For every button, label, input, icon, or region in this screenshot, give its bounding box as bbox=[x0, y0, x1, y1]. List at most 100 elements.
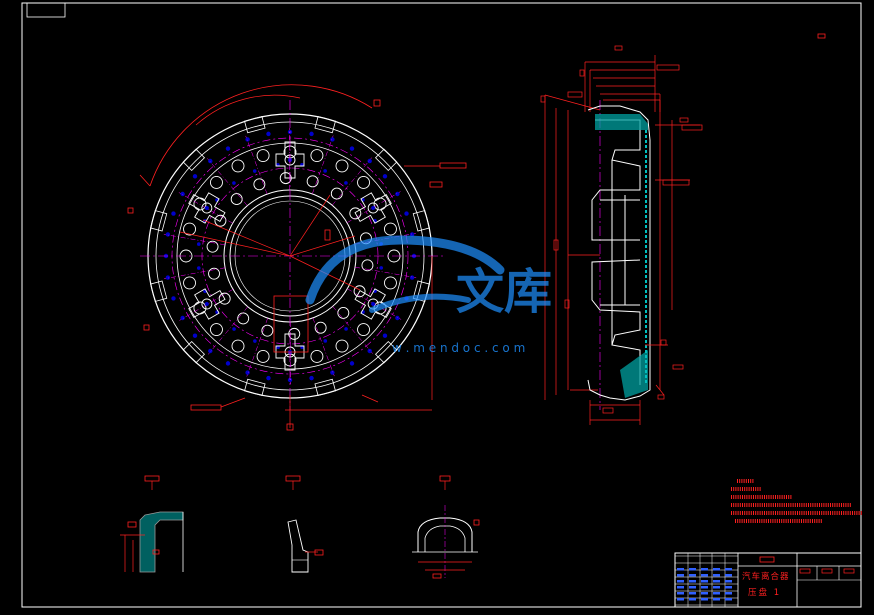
pin-hole bbox=[253, 339, 257, 343]
note-glyph bbox=[731, 503, 732, 507]
note-glyph bbox=[859, 511, 860, 515]
pin-hole bbox=[379, 266, 383, 270]
note-glyph bbox=[799, 519, 800, 523]
note-glyph bbox=[808, 511, 809, 515]
note-glyph bbox=[746, 495, 747, 499]
note-glyph bbox=[751, 503, 752, 507]
note-glyph bbox=[817, 503, 818, 507]
note-glyph bbox=[784, 511, 785, 515]
note-glyph bbox=[751, 511, 752, 515]
note-glyph bbox=[738, 495, 739, 499]
note-glyph bbox=[821, 503, 822, 507]
rivet-hole bbox=[180, 192, 184, 196]
title-grid-cell bbox=[725, 586, 732, 589]
title-grid-cell bbox=[689, 580, 696, 583]
note-glyph bbox=[770, 519, 771, 523]
note-glyph bbox=[742, 487, 743, 491]
radial-center-line bbox=[208, 307, 248, 355]
left-dimension-lines bbox=[541, 92, 600, 400]
title-grid-cell bbox=[713, 574, 720, 577]
note-glyph bbox=[826, 511, 827, 515]
note-glyph bbox=[841, 503, 842, 507]
title-grid-cell bbox=[701, 568, 708, 571]
note-glyph bbox=[781, 519, 782, 523]
title-grid-cell bbox=[677, 568, 684, 571]
leader-tag-3 bbox=[191, 405, 221, 410]
spring-seat-hole bbox=[384, 277, 396, 289]
rim-lug bbox=[376, 149, 397, 170]
rivet-hole bbox=[193, 174, 197, 178]
spring-seat-hole bbox=[257, 150, 269, 162]
note-glyph bbox=[749, 511, 750, 515]
title-grid-cell bbox=[725, 598, 732, 601]
note-glyph bbox=[740, 495, 741, 499]
note-glyph bbox=[788, 519, 789, 523]
title-grid-cell bbox=[677, 580, 684, 583]
note-glyph bbox=[837, 511, 838, 515]
note-glyph bbox=[777, 503, 778, 507]
note-glyph bbox=[782, 503, 783, 507]
rivet-hole bbox=[383, 334, 387, 338]
note-glyph bbox=[733, 487, 734, 491]
note-glyph bbox=[804, 503, 805, 507]
rim-lug bbox=[183, 342, 204, 363]
note-glyph bbox=[775, 503, 776, 507]
note-glyph bbox=[746, 479, 747, 483]
note-glyph bbox=[762, 503, 763, 507]
note-glyph bbox=[832, 511, 833, 515]
note-glyph bbox=[810, 519, 811, 523]
note-glyph bbox=[810, 503, 811, 507]
rivet-hole bbox=[208, 159, 212, 163]
note-glyph bbox=[744, 495, 745, 499]
note-glyph bbox=[771, 511, 772, 515]
note-glyph bbox=[742, 511, 743, 515]
note-glyph bbox=[748, 479, 749, 483]
title-grid-cell bbox=[689, 592, 696, 595]
title-grid-cell bbox=[713, 592, 720, 595]
note-glyph bbox=[771, 503, 772, 507]
pin-hole bbox=[197, 266, 201, 270]
note-glyph bbox=[779, 495, 780, 499]
note-glyph bbox=[792, 519, 793, 523]
rivet-hole bbox=[166, 275, 170, 279]
note-glyph bbox=[768, 495, 769, 499]
note-glyph bbox=[823, 503, 824, 507]
note-glyph bbox=[759, 519, 760, 523]
note-glyph bbox=[834, 503, 835, 507]
note-glyph bbox=[843, 503, 844, 507]
note-glyph bbox=[786, 519, 787, 523]
note-glyph bbox=[738, 503, 739, 507]
note-glyph bbox=[761, 519, 762, 523]
note-glyph bbox=[819, 503, 820, 507]
drawing-subtitle: 压盘 1 bbox=[748, 587, 781, 598]
title-grid-cell bbox=[677, 574, 684, 577]
title-grid-cell bbox=[689, 574, 696, 577]
note-glyph bbox=[804, 511, 805, 515]
title-grid-cell bbox=[701, 598, 708, 601]
radial-center-line bbox=[247, 318, 268, 376]
note-glyph bbox=[837, 503, 838, 507]
title-grid-cell bbox=[689, 586, 696, 589]
note-glyph bbox=[749, 503, 750, 507]
note-glyph bbox=[834, 511, 835, 515]
note-glyph bbox=[737, 519, 738, 523]
spring-seat-hole bbox=[184, 277, 196, 289]
drawing-title: 汽车离合器 bbox=[742, 571, 790, 582]
title-grid-cell bbox=[713, 568, 720, 571]
leader-4 bbox=[362, 395, 378, 402]
note-glyph bbox=[795, 511, 796, 515]
note-glyph bbox=[797, 519, 798, 523]
note-glyph bbox=[779, 511, 780, 515]
title-grid-cell bbox=[713, 580, 720, 583]
title-grid-cell bbox=[725, 580, 732, 583]
spring-seat-hole bbox=[262, 325, 273, 336]
leader-tag-2 bbox=[430, 182, 442, 187]
spring-seat-hole bbox=[254, 179, 265, 190]
note-glyph bbox=[757, 511, 758, 515]
title-grid-cell bbox=[677, 586, 684, 589]
note-glyph bbox=[739, 479, 740, 483]
note-glyph bbox=[755, 519, 756, 523]
spring-seat-hole bbox=[336, 340, 348, 352]
note-glyph bbox=[746, 487, 747, 491]
